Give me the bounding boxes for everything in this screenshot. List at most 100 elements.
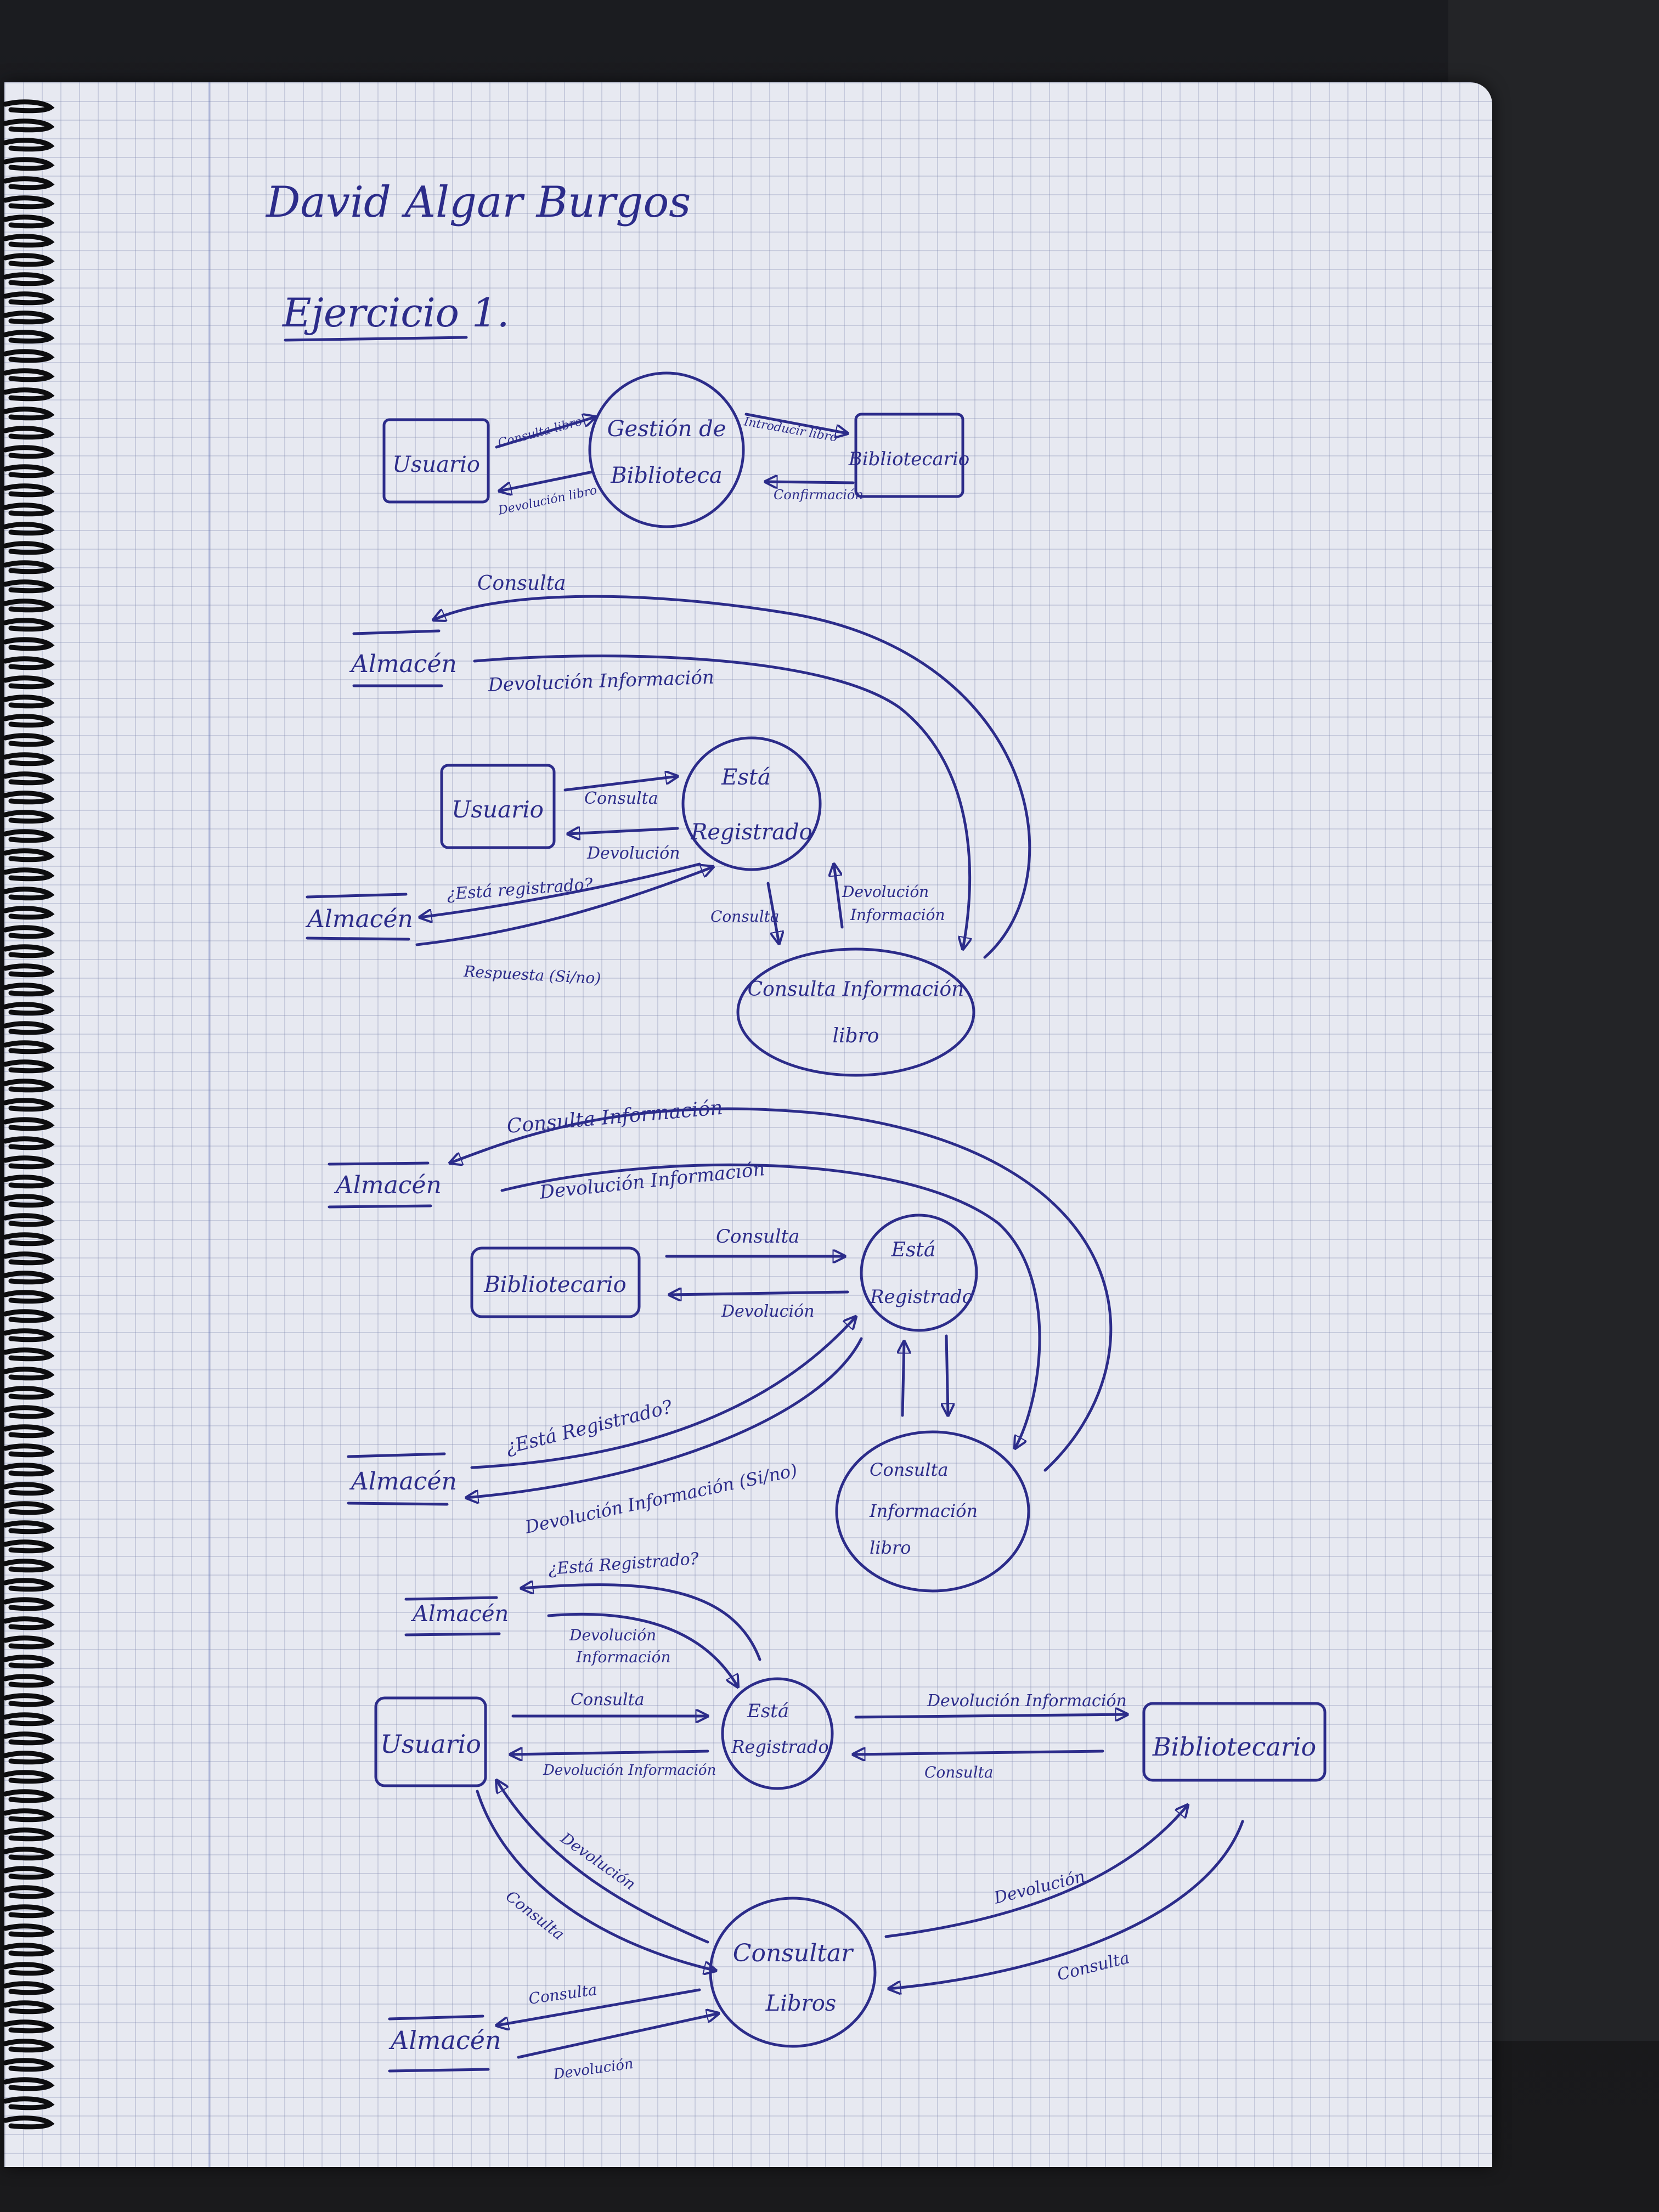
devolucion3-label: Devolución xyxy=(721,1302,815,1321)
almacen3-top-line-2 xyxy=(328,1204,432,1209)
spiral-ring xyxy=(3,1386,55,1400)
spiral-ring xyxy=(3,2058,55,2072)
level2-diagram: Almacén ¿Está Registrado? Devolución Inf… xyxy=(374,1549,1327,2083)
spiral-ring xyxy=(3,1693,55,1707)
spiral-ring xyxy=(3,1808,55,1822)
spiral-ring xyxy=(3,426,55,440)
spiral-ring xyxy=(3,1731,55,1746)
introducir-libro-label: Introducir libro xyxy=(742,415,838,445)
spiral-ring xyxy=(3,1789,55,1803)
spiral-ring xyxy=(3,1117,55,1131)
spiral-ring xyxy=(3,1194,55,1208)
notebook-page xyxy=(4,82,1492,2167)
spiral-ring xyxy=(3,215,55,229)
esta-label-2: Registrado xyxy=(690,820,812,845)
almacen3-top-label: Almacén xyxy=(334,1171,442,1199)
dev-info4-arrow xyxy=(547,1612,738,1687)
spiral-ring xyxy=(3,1271,55,1285)
spiral-ring xyxy=(3,1712,55,1726)
spiral-ring xyxy=(3,791,55,805)
spiral-binding xyxy=(3,99,55,2130)
usuario4-label: Usuario xyxy=(380,1729,481,1759)
spiral-ring xyxy=(3,1232,55,1246)
spiral-ring xyxy=(3,2019,55,2034)
bibliotecario-label-1: Bibliotecario xyxy=(848,448,970,470)
devolucion-libro-arrow xyxy=(499,470,594,491)
spiral-ring xyxy=(3,1962,55,1976)
introducir-libro-arrow xyxy=(744,413,848,433)
spiral-ring xyxy=(3,887,55,901)
cl-label-2: Libros xyxy=(765,1991,837,2016)
devolucion-u-arrow xyxy=(568,828,679,834)
devolucion-br4-arrow xyxy=(884,1805,1188,1938)
spiral-ring xyxy=(3,2115,55,2130)
spiral-ring xyxy=(3,1309,55,1323)
esta3-label-1: Está xyxy=(891,1239,936,1261)
level1-diagram-bibliotecario: Almacén Consulta Información Devolución … xyxy=(328,1097,1113,1593)
spiral-ring xyxy=(3,656,55,670)
spiral-ring xyxy=(3,1155,55,1170)
consulta-u-label: Consulta xyxy=(584,789,658,808)
almacen-mid-line-2 xyxy=(306,936,410,941)
consulta-u-arrow xyxy=(563,776,678,792)
spiral-ring xyxy=(3,848,55,862)
spiral-ring xyxy=(3,1098,55,1112)
spiral-ring xyxy=(3,1770,55,1784)
spiral-ring xyxy=(3,733,55,747)
margin-line xyxy=(208,82,210,2167)
almacen4-bot-label: Almacén xyxy=(388,2025,501,2055)
spiral-ring xyxy=(3,483,55,498)
spiral-ring xyxy=(3,1079,55,1093)
spiral-ring xyxy=(3,2039,55,2053)
almacen3-top-line-1 xyxy=(328,1161,430,1166)
spiral-ring xyxy=(3,1674,55,1688)
almacen-top-label: Almacén xyxy=(349,650,457,678)
ci3-label-3: libro xyxy=(870,1537,911,1558)
bibliotecario-entity-3 xyxy=(470,1246,641,1318)
spiral-ring xyxy=(3,925,55,939)
spiral-ring xyxy=(3,1904,55,1918)
esta-registrado-q3-label: ¿Está Registrado? xyxy=(504,1396,675,1458)
spiral-ring xyxy=(3,138,55,152)
devolucion-al4-arrow xyxy=(517,2013,719,2059)
consulta-down-label: Consulta xyxy=(710,907,780,926)
gestion-label-2: Biblioteca xyxy=(610,463,722,488)
spiral-ring xyxy=(3,1520,55,1534)
usuario-entity-2 xyxy=(440,764,556,849)
level1-diagram-usuario: Almacén Consulta Devolución Información … xyxy=(305,572,1031,1077)
confirmacion-arrow xyxy=(765,482,855,483)
consulta-arc xyxy=(433,595,1031,959)
respuesta-arrow xyxy=(415,867,713,946)
spiral-ring xyxy=(3,1443,55,1458)
spiral-ring xyxy=(3,464,55,478)
ci3-label-1: Consulta xyxy=(870,1459,949,1480)
spiral-ring xyxy=(3,1405,55,1419)
spiral-ring xyxy=(3,119,55,133)
esta-registrado-process-4 xyxy=(721,1677,834,1790)
consulta-u4-label: Consulta xyxy=(571,1690,645,1709)
exercise-underline xyxy=(284,336,468,342)
context-diagram: Usuario Gestión de Biblioteca Biblioteca… xyxy=(382,371,970,528)
esta3-label-2: Registrado xyxy=(870,1286,973,1308)
consulta3-label: Consulta xyxy=(716,1226,800,1248)
spiral-ring xyxy=(3,368,55,382)
spiral-ring xyxy=(3,1885,55,1899)
almacen4-top-label: Almacén xyxy=(410,1601,509,1627)
ci-label-2: libro xyxy=(833,1025,879,1047)
devolucion-ul4-arrow xyxy=(496,1780,709,1944)
spiral-ring xyxy=(3,195,55,210)
spiral-ring xyxy=(3,330,55,344)
spiral-ring xyxy=(3,752,55,766)
esta-label-1: Está xyxy=(721,765,771,790)
spiral-ring xyxy=(3,1175,55,1189)
cl-label-1: Consultar xyxy=(733,1939,854,1967)
almacen4-top-line-2 xyxy=(404,1632,501,1637)
spiral-ring xyxy=(3,445,55,459)
almacen3-mid-line-2 xyxy=(347,1502,449,1506)
spiral-ring xyxy=(3,906,55,920)
almacen3-mid-line-1 xyxy=(347,1452,446,1458)
spiral-ring xyxy=(3,291,55,306)
spiral-ring xyxy=(3,829,55,843)
spiral-ring xyxy=(3,1463,55,1477)
